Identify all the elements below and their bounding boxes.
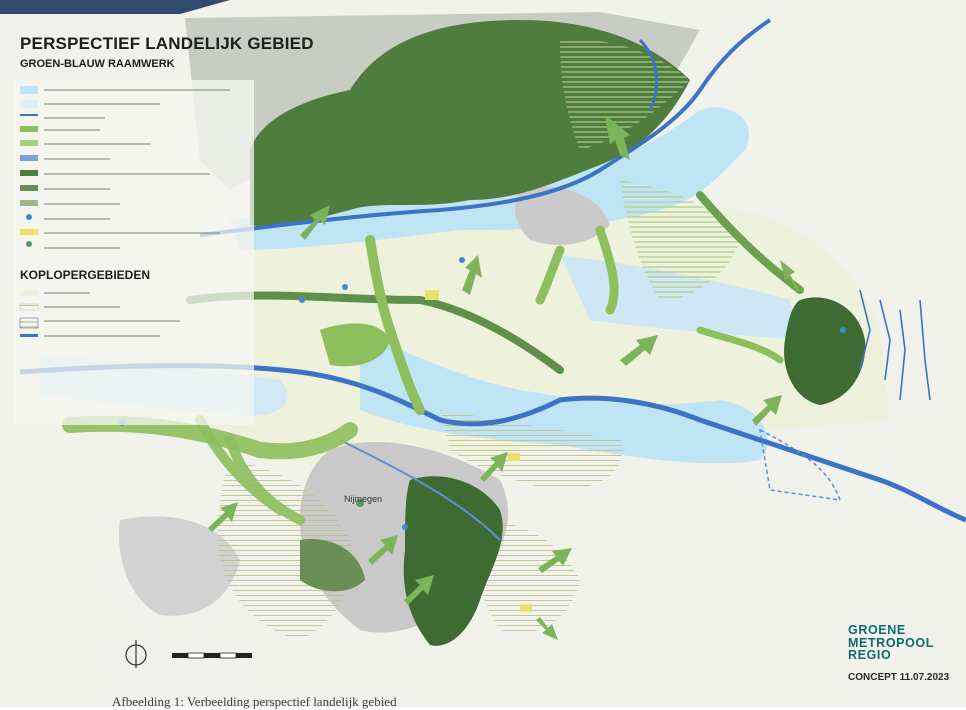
yellow-marker-2: [508, 453, 520, 461]
legend-heading-framework: GROEN-BLAUW RAAMWERK: [20, 58, 175, 70]
green-corridor-arrow-east: [696, 326, 784, 364]
green-corridor-east: [696, 191, 804, 294]
koploper-area-south: [218, 460, 353, 640]
river-waal: [19, 363, 966, 523]
figure-caption: Afbeelding 1: Verbeelding perspectief la…: [112, 694, 397, 709]
forest-veluwe-hatch: [560, 39, 690, 150]
green-corridor-north-south: [365, 235, 425, 415]
logo-line-2: METROPOOL: [848, 635, 934, 650]
urban-area-south: [119, 516, 240, 616]
yellow-marker-1: [425, 290, 439, 300]
logo-line-3: REGIO: [848, 648, 892, 662]
concept-date-label: CONCEPT 11.07.2023: [848, 672, 950, 683]
dashed-outline-east: [759, 428, 842, 501]
scale-bar: [172, 652, 252, 659]
river-east-streams: [859, 289, 931, 401]
yellow-marker-3: [520, 604, 532, 612]
river-rijn: [199, 18, 772, 237]
legend-text-lines: [44, 89, 230, 337]
floodplain-north: [230, 107, 749, 250]
legend-panel: [14, 80, 254, 425]
green-patch-central: [320, 323, 390, 367]
koploper-area-northeast: [620, 180, 740, 300]
koploper-area-river: [440, 410, 622, 490]
koploper-area-southeast: [476, 520, 580, 633]
green-corridor-west-branch: [195, 415, 305, 525]
green-corridor-northeast: [535, 225, 619, 315]
forest-south-1: [403, 476, 503, 646]
landmark-dot-green: [356, 499, 364, 507]
floodplain-east: [560, 255, 800, 340]
north-arrow: [125, 640, 147, 668]
connection-arrows: [208, 115, 800, 640]
river-maas: [339, 439, 501, 541]
top-left-corner-bar: [0, 0, 230, 14]
legend-swatches: [19, 86, 39, 337]
legend-heading-koploper: KOPLOPERGEBIEDEN: [20, 268, 151, 282]
forest-south-2: [300, 539, 365, 592]
city-label-nijmegen: Nijmegen: [344, 494, 383, 504]
urban-area-arnhem: [514, 186, 610, 245]
logo-line-1: GROENE: [848, 623, 906, 637]
river-ijssel: [638, 38, 659, 111]
map-title: PERSPECTIEF LANDELIJK GEBIED: [20, 34, 314, 53]
groene-metropool-regio-logo: GROENE METROPOOL REGIO: [848, 624, 934, 662]
forest-east: [784, 297, 866, 405]
